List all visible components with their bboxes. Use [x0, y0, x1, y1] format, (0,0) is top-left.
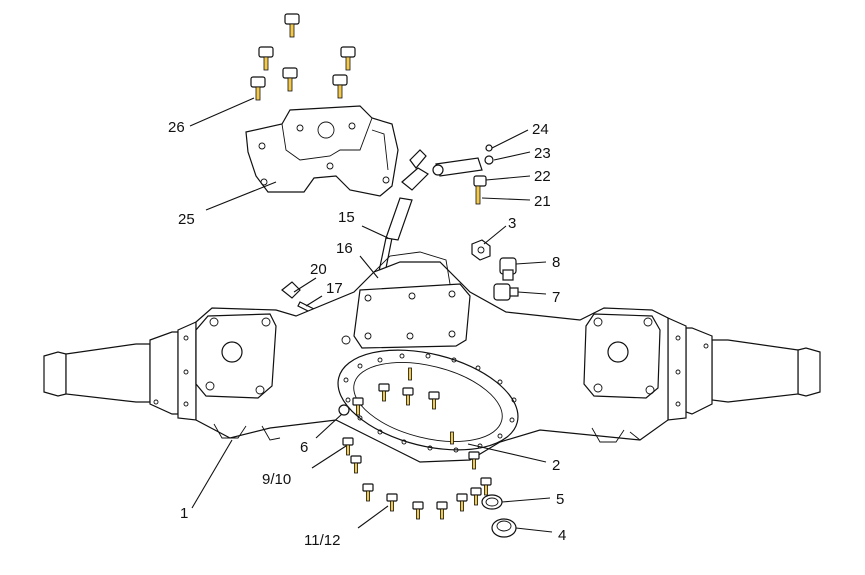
callout-22: 22: [534, 168, 551, 185]
plug-6: [338, 404, 350, 416]
seal-ring-5: [481, 494, 503, 510]
leader-lines: [189, 97, 553, 533]
callout-4: 4: [558, 527, 566, 544]
callout-1: 1: [180, 505, 188, 522]
callout-15: 15: [338, 209, 355, 226]
callout-25: 25: [178, 211, 195, 228]
callout-11-12: 11/12: [304, 532, 340, 549]
callout-17: 17: [326, 280, 343, 297]
bolts-11-12: [362, 477, 492, 520]
callout-20: 20: [310, 261, 327, 278]
callout-3: 3: [508, 215, 516, 232]
cap-4: [491, 518, 517, 538]
callout-9-10: 9/10: [262, 471, 291, 488]
callout-16: 16: [336, 240, 353, 257]
bolt-group-26: [250, 13, 356, 101]
bolts-9-10: [342, 437, 362, 474]
callout-23: 23: [534, 145, 551, 162]
cover-bolts: [352, 367, 480, 470]
callout-6: 6: [300, 439, 308, 456]
callout-21: 21: [534, 193, 551, 210]
pin-7: [493, 283, 519, 301]
callout-26: 26: [168, 119, 185, 136]
callout-labels: 26 25 15 16 20 17 24 23 22 21 3 8 7 6 9/…: [168, 119, 566, 549]
mounting-bracket-25: [245, 105, 399, 197]
spring-20: [281, 281, 301, 299]
callout-7: 7: [552, 289, 560, 306]
callout-2: 2: [552, 457, 560, 474]
callout-24: 24: [532, 121, 549, 138]
cylinder-assembly-21-24: [432, 144, 494, 205]
cover-gasket-2: [337, 349, 519, 453]
nut-3: [471, 239, 491, 261]
callout-8: 8: [552, 254, 560, 271]
pin-8: [499, 257, 517, 281]
callout-5: 5: [556, 491, 564, 508]
